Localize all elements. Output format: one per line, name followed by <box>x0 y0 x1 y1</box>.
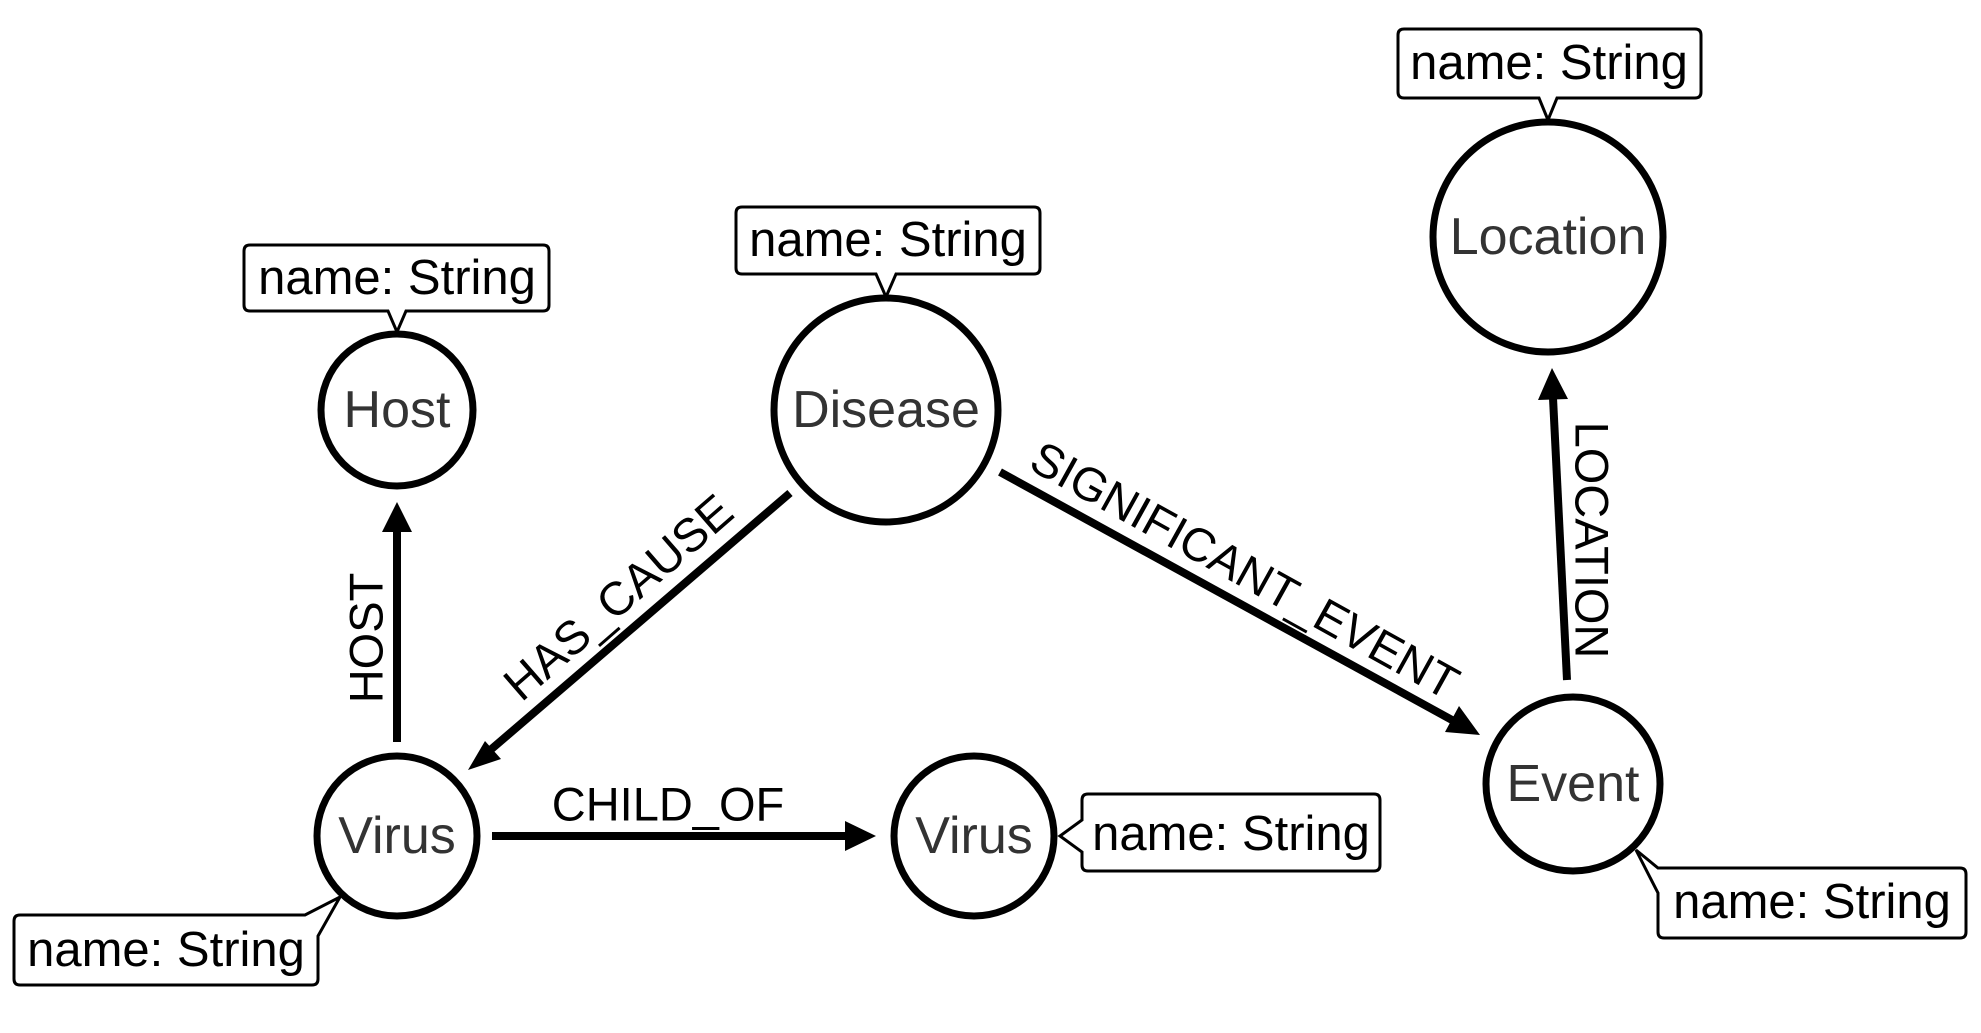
property-label-location: name: String <box>1410 36 1688 90</box>
node-label-virus-parent: Virus <box>338 807 456 865</box>
property-callout-disease: name: String <box>734 205 1042 301</box>
node-label-location: Location <box>1450 208 1647 266</box>
node-location: Location <box>1429 118 1667 356</box>
edge-significant-event: SIGNIFICANT_EVENT <box>998 430 1480 735</box>
node-label-virus-child: Virus <box>915 807 1033 865</box>
edge-label-host: HOST <box>340 573 393 704</box>
property-callout-location: name: String <box>1396 27 1703 124</box>
property-label-disease: name: String <box>749 213 1027 267</box>
node-event: Event <box>1482 693 1664 875</box>
property-callout-virus-child: name: String <box>1057 792 1382 873</box>
node-label-disease: Disease <box>792 381 980 439</box>
property-label-virus-child: name: String <box>1092 807 1370 861</box>
edge-label-significant-event: SIGNIFICANT_EVENT <box>1022 430 1468 709</box>
node-virus-parent: Virus <box>313 752 481 920</box>
property-label-virus-parent: name: String <box>27 923 305 977</box>
property-callout-event: name: String <box>1634 848 1968 940</box>
node-label-host: Host <box>344 381 451 439</box>
node-disease: Disease <box>770 294 1002 526</box>
edge-label-child-of: CHILD_OF <box>552 778 784 831</box>
property-callout-host: name: String <box>242 243 551 336</box>
node-host: Host <box>317 330 477 490</box>
edge-child-of: CHILD_OF <box>492 778 876 851</box>
edge-label-location: LOCATION <box>1566 422 1619 659</box>
edge-has-cause: HAS_CAUSE <box>468 484 793 770</box>
property-label-event: name: String <box>1673 875 1951 929</box>
node-label-event: Event <box>1507 755 1641 813</box>
property-label-host: name: String <box>258 251 536 305</box>
edge-host: HOST <box>340 502 412 742</box>
property-callout-virus-parent: name: String <box>12 893 344 987</box>
edge-location: LOCATION <box>1538 368 1619 681</box>
node-virus-child: Virus <box>890 752 1058 920</box>
edge-label-has-cause: HAS_CAUSE <box>493 484 743 711</box>
